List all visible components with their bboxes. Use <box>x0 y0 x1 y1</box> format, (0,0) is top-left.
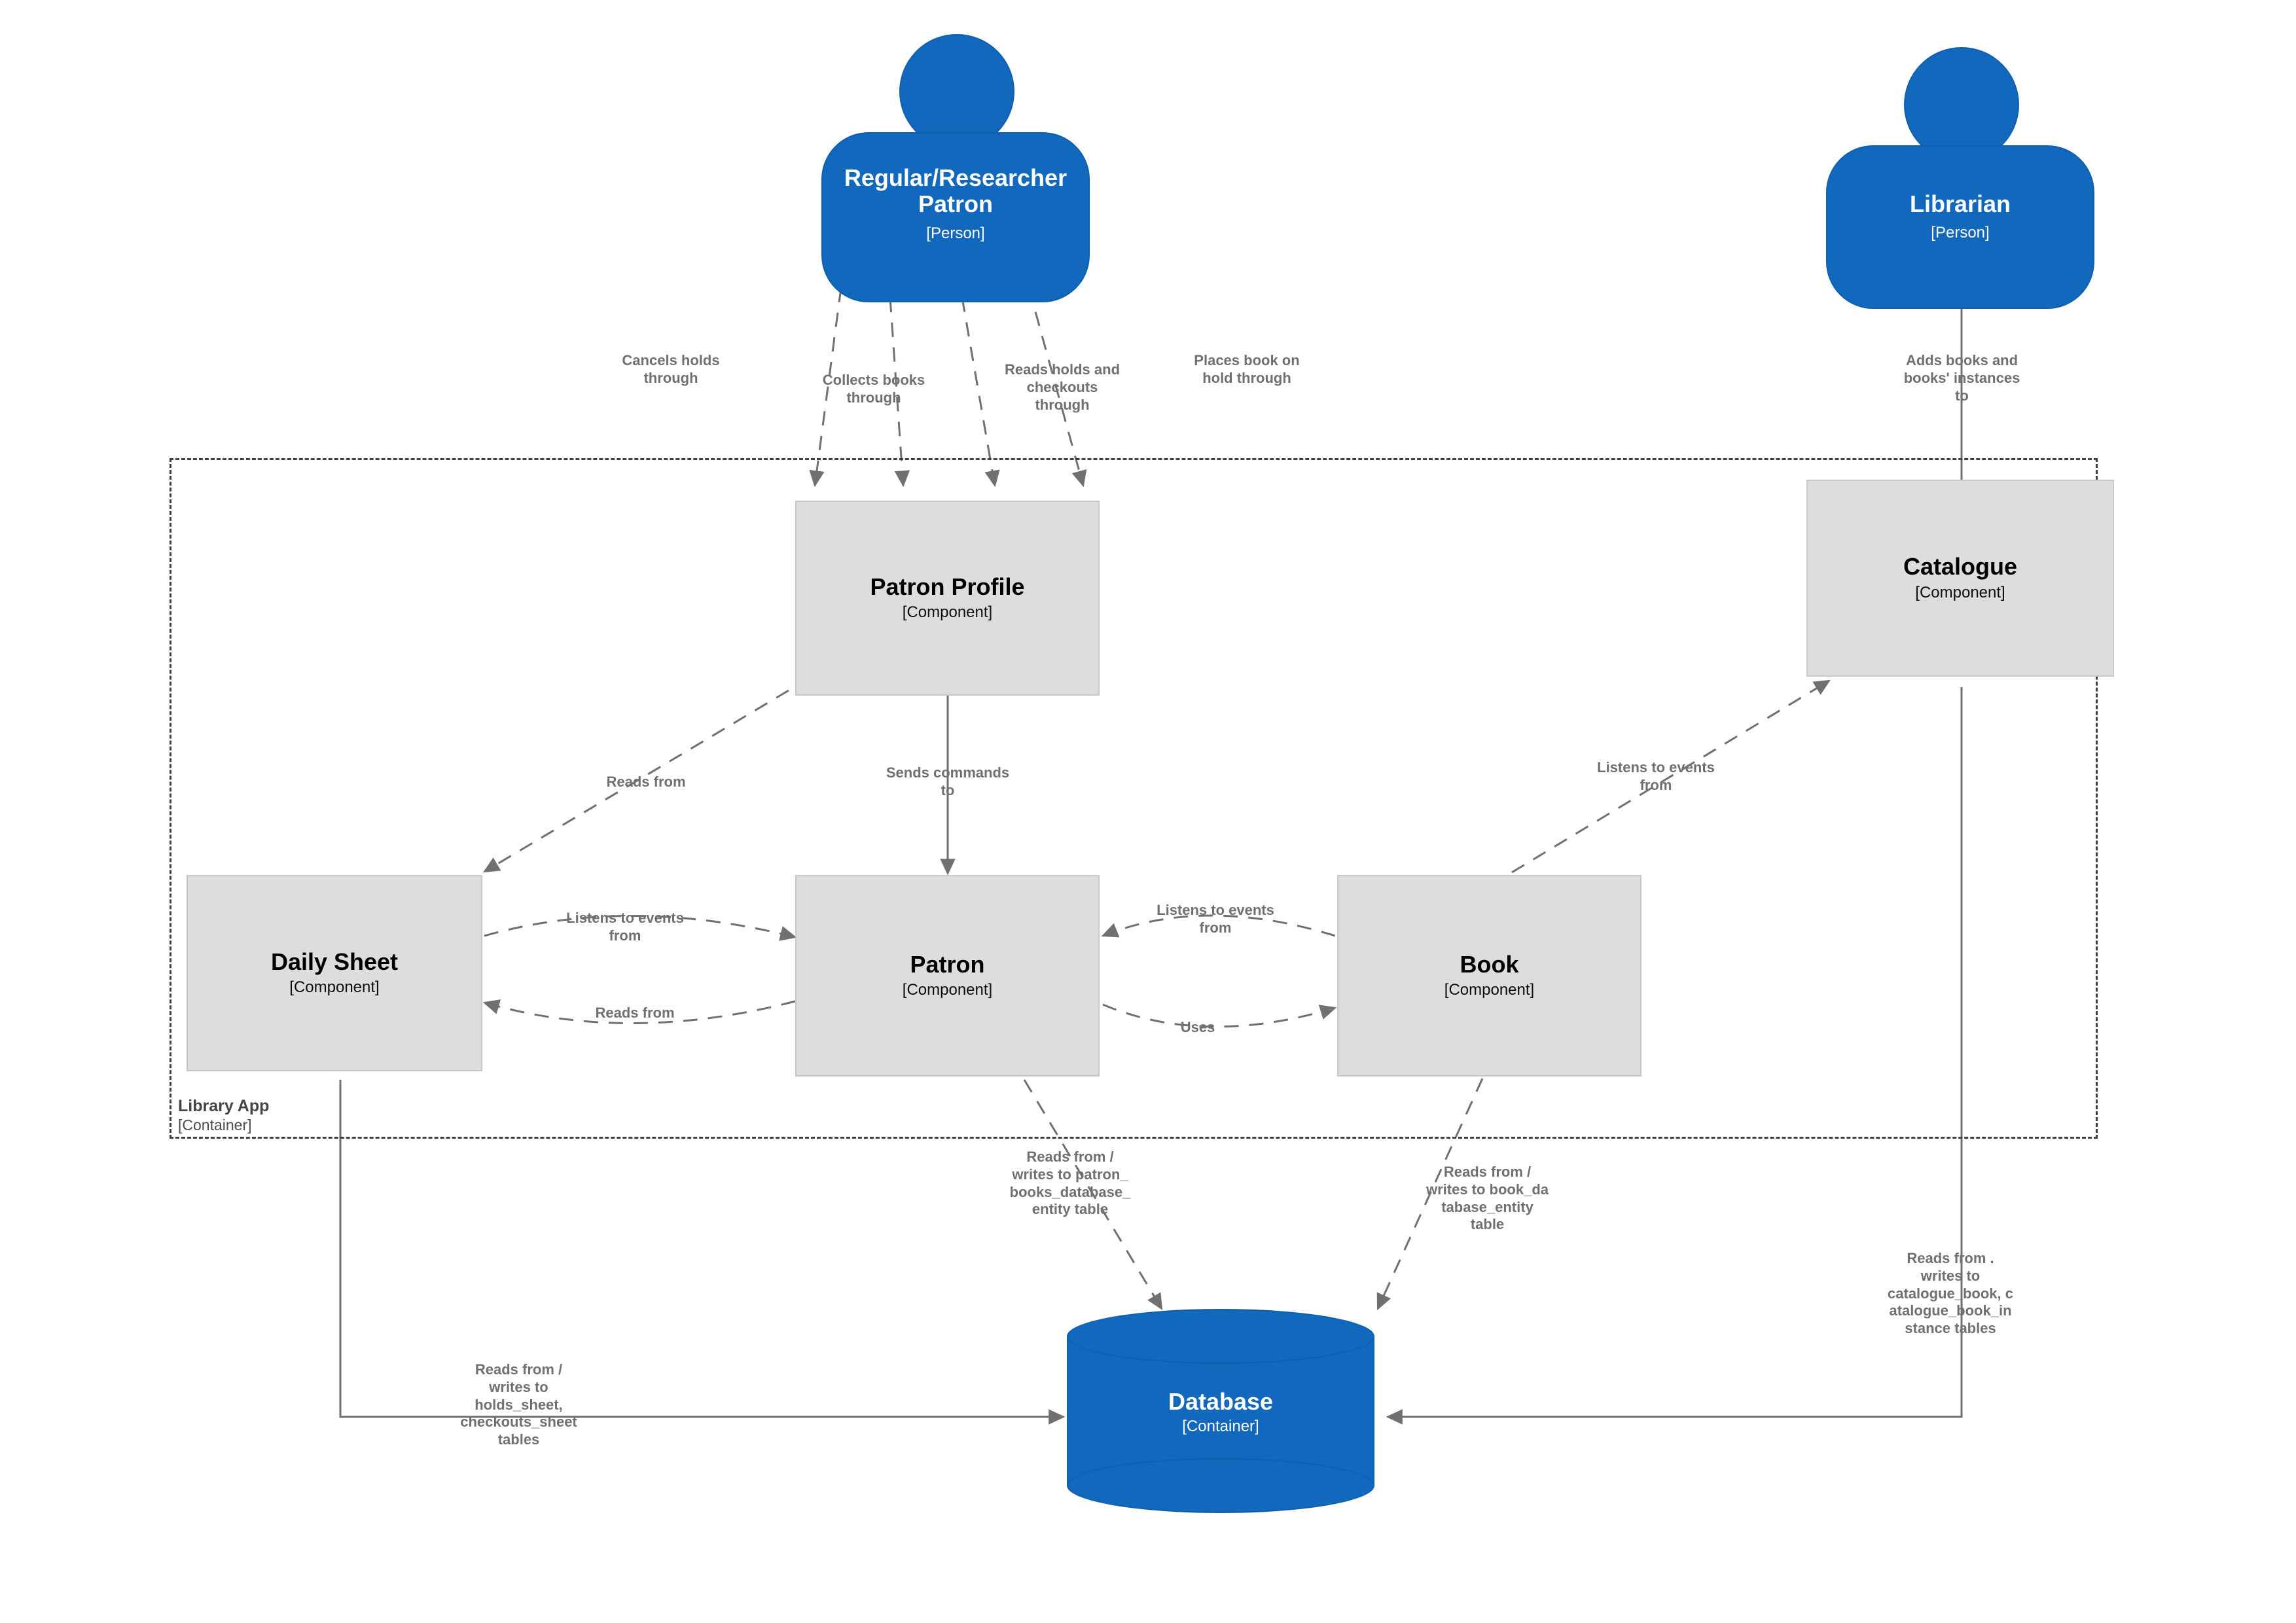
person-body: Librarian [Person] <box>1826 145 2094 309</box>
component-book[interactable]: Book [Component] <box>1337 875 1641 1077</box>
component-subtitle: [Component] <box>1915 583 2005 601</box>
component-title: Book <box>1460 950 1519 978</box>
rel-label-adds-books: Adds books and books' instances to <box>1903 352 2020 404</box>
database-label: Database [Container] <box>1067 1389 1374 1436</box>
component-subtitle: [Component] <box>289 978 380 997</box>
person-subtitle: [Person] <box>926 224 985 242</box>
component-title: Daily Sheet <box>270 948 399 975</box>
rel-label-catalogue-db: Reads from . writes to catalogue_book, c… <box>1888 1250 2013 1337</box>
container-database[interactable]: Database [Container] <box>1067 1309 1374 1513</box>
person-regular-researcher-patron[interactable]: Regular/Researcher Patron [Person] <box>821 34 1090 302</box>
rel-label-reads-holds: Reads holds and checkouts through <box>1004 361 1121 413</box>
database-subtitle: [Container] <box>1182 1417 1259 1435</box>
component-subtitle: [Component] <box>1444 981 1535 999</box>
rel-label-book-db: Reads from / writes to book_da tabase_en… <box>1426 1164 1549 1233</box>
component-subtitle: [Component] <box>902 603 993 622</box>
rel-label-patron-book: Uses <box>1180 1019 1215 1035</box>
database-bottom-ellipse <box>1067 1458 1374 1513</box>
rel-label-cancels-holds: Cancels holds through <box>622 352 720 386</box>
rel-label-profile-patron: Sends commands to <box>886 764 1010 798</box>
rel-label-places-hold: Places book on hold through <box>1194 352 1300 386</box>
component-subtitle: [Component] <box>902 981 993 999</box>
component-daily-sheet[interactable]: Daily Sheet [Component] <box>187 875 482 1071</box>
boundary-title: Library App <box>178 1097 270 1115</box>
rel-label-patron-db: Reads from / writes to patron_ books_dat… <box>1009 1149 1131 1218</box>
person-body: Regular/Researcher Patron [Person] <box>821 132 1090 302</box>
person-librarian[interactable]: Librarian [Person] <box>1826 47 2094 309</box>
component-catalogue[interactable]: Catalogue [Component] <box>1806 480 2114 677</box>
database-title: Database <box>1168 1388 1274 1415</box>
component-title: Catalogue <box>1903 553 2018 580</box>
component-patron[interactable]: Patron [Component] <box>795 875 1100 1077</box>
boundary-label-library-app: Library App [Container] <box>178 1097 269 1134</box>
rel-label-dailysheet-patron: Listens to events from <box>566 910 684 944</box>
component-title: Patron Profile <box>870 573 1025 600</box>
person-title: Regular/Researcher Patron <box>844 164 1067 218</box>
component-patron-profile[interactable]: Patron Profile [Component] <box>795 501 1100 696</box>
boundary-library-app <box>170 458 2098 1139</box>
rel-label-book-patron: Listens to events from <box>1157 902 1274 936</box>
person-title: Librarian <box>1909 190 2011 217</box>
rel-label-patron-dailysheet: Reads from <box>595 1005 675 1021</box>
person-subtitle: [Person] <box>1931 224 1990 242</box>
rel-label-book-catalogue: Listens to events from <box>1597 759 1715 793</box>
rel-label-profile-dailysheet: Reads from <box>606 774 686 790</box>
boundary-subtitle: [Container] <box>178 1116 252 1133</box>
rel-label-collects-books: Collects books through <box>822 372 925 406</box>
database-top-ellipse <box>1067 1309 1374 1364</box>
rel-label-dailysheet-db: Reads from / writes to holds_sheet, chec… <box>460 1361 577 1448</box>
component-title: Patron <box>910 950 985 978</box>
